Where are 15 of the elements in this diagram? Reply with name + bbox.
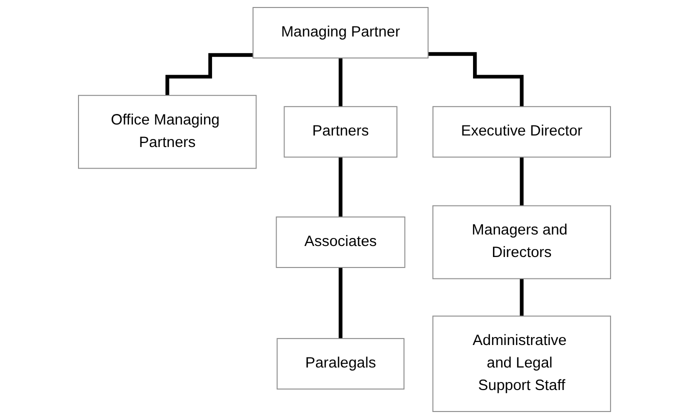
connector: [339, 56, 343, 108]
connector: [339, 155, 343, 219]
connector: [520, 276, 524, 318]
node-box: Managing Partner: [253, 7, 430, 58]
node-box: Partners: [284, 106, 398, 158]
node-box: Paralegals: [277, 338, 405, 390]
node-box: Office Managing Partners: [78, 94, 258, 169]
node-box: Associates: [276, 216, 406, 268]
node-box: Administrative and Legal Support Staff: [432, 316, 612, 412]
connector: [166, 53, 254, 98]
connector: [339, 266, 343, 340]
node-box: Managers and Directors: [432, 205, 612, 280]
connector: [520, 155, 524, 208]
connector: [428, 52, 524, 108]
node-box: Executive Director: [432, 106, 612, 158]
